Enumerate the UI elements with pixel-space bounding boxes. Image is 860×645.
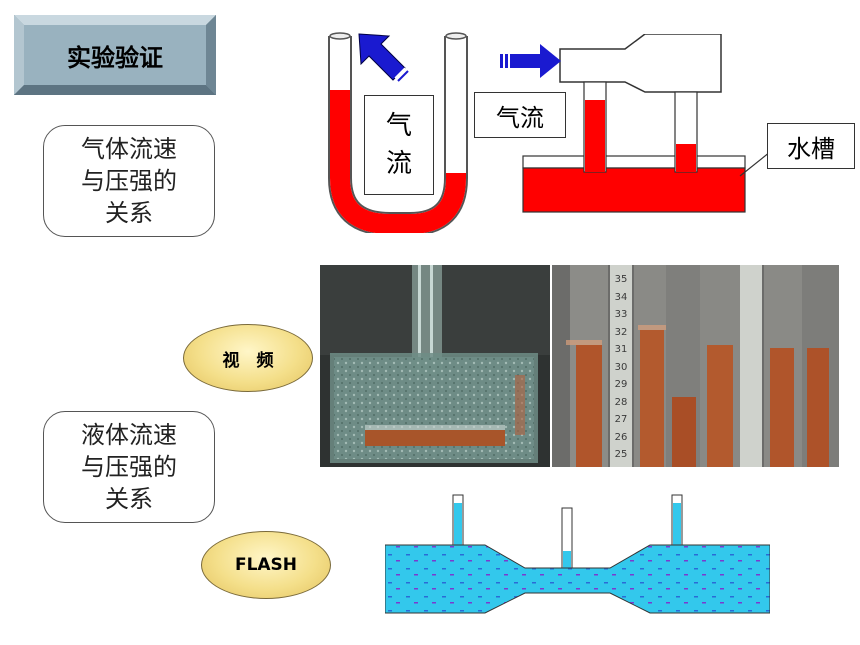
flash-button[interactable]: FLASH [201,531,331,599]
title-plaque: 实验验证 [14,15,216,95]
water-tank-label: 水槽 [767,123,855,169]
topic-gas-line-2: 与压强的 [81,167,177,195]
flash-button-label: FLASH [234,555,298,575]
venturi-liquid-diagram [385,494,770,614]
topic-liquid-line-2: 与压强的 [81,453,177,481]
airflow-arrow-icon [358,33,409,82]
u-tube-diagram [328,32,468,233]
topic-liquid-line-3: 关系 [105,485,153,513]
topic-gas-box: 气体流速 与压强的 关系 [43,125,215,237]
water-tank-pointer [739,151,771,177]
topic-liquid-line-1: 液体流速 [81,421,177,449]
utube-airflow-label: 气 流 [364,95,434,195]
video-button[interactable]: 视 频 [183,324,313,392]
topic-gas-line-3: 关系 [105,199,153,227]
tube-airflow-label: 气流 [474,92,566,138]
page-title: 实验验证 [24,25,206,85]
topic-gas-line-1: 气体流速 [81,135,177,163]
video-still-apparatus [320,265,550,467]
topic-liquid-box: 液体流速 与压强的 关系 [43,411,215,523]
video-button-label: 视 频 [222,350,274,371]
venturi-air-diagram [500,34,746,213]
